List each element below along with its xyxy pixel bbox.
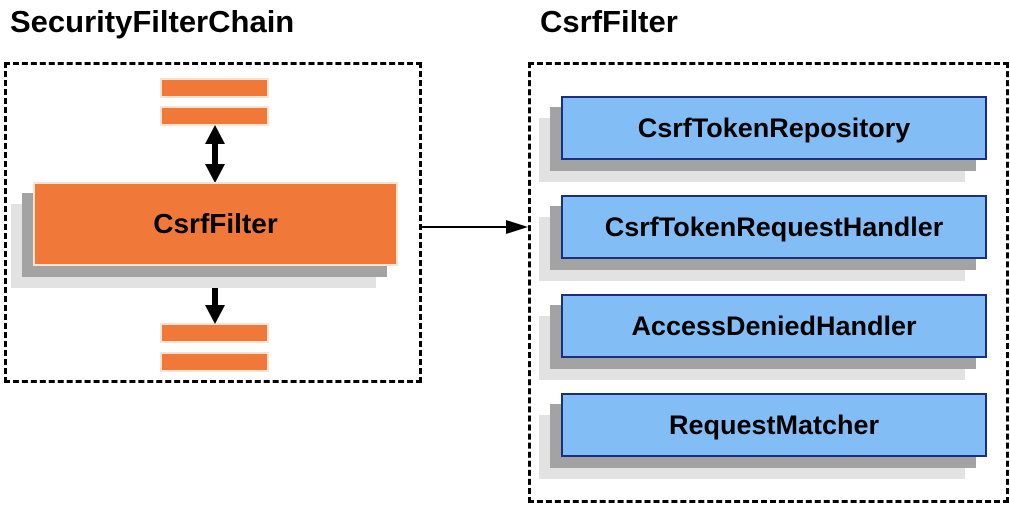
component-box: RequestMatcher bbox=[561, 393, 987, 457]
component-box: CsrfTokenRequestHandler bbox=[561, 195, 987, 259]
component-label: RequestMatcher bbox=[668, 409, 880, 440]
csrf-filter-box: CsrfFilter bbox=[33, 182, 398, 266]
component-label: CsrfTokenRepository bbox=[637, 112, 911, 143]
component-label: CsrfTokenRequestHandler bbox=[604, 211, 944, 242]
component-box: CsrfTokenRepository bbox=[561, 96, 987, 160]
csrf-filter-container bbox=[528, 62, 1009, 503]
right-panel-title: CsrfFilter bbox=[540, 4, 678, 39]
double-arrow-icon bbox=[205, 266, 225, 324]
csrf-filter-box-label: CsrfFilter bbox=[153, 208, 278, 239]
component-box: AccessDeniedHandler bbox=[561, 294, 987, 358]
filter-bar bbox=[160, 78, 269, 98]
filter-bar bbox=[160, 323, 269, 343]
filter-bar bbox=[160, 352, 269, 372]
flow-arrow-icon bbox=[422, 220, 528, 234]
security-filter-chain-container bbox=[4, 62, 422, 383]
left-panel-title: SecurityFilterChain bbox=[10, 4, 295, 39]
double-arrow-icon bbox=[205, 125, 225, 183]
component-label: AccessDeniedHandler bbox=[631, 310, 917, 341]
filter-bar bbox=[160, 106, 269, 126]
